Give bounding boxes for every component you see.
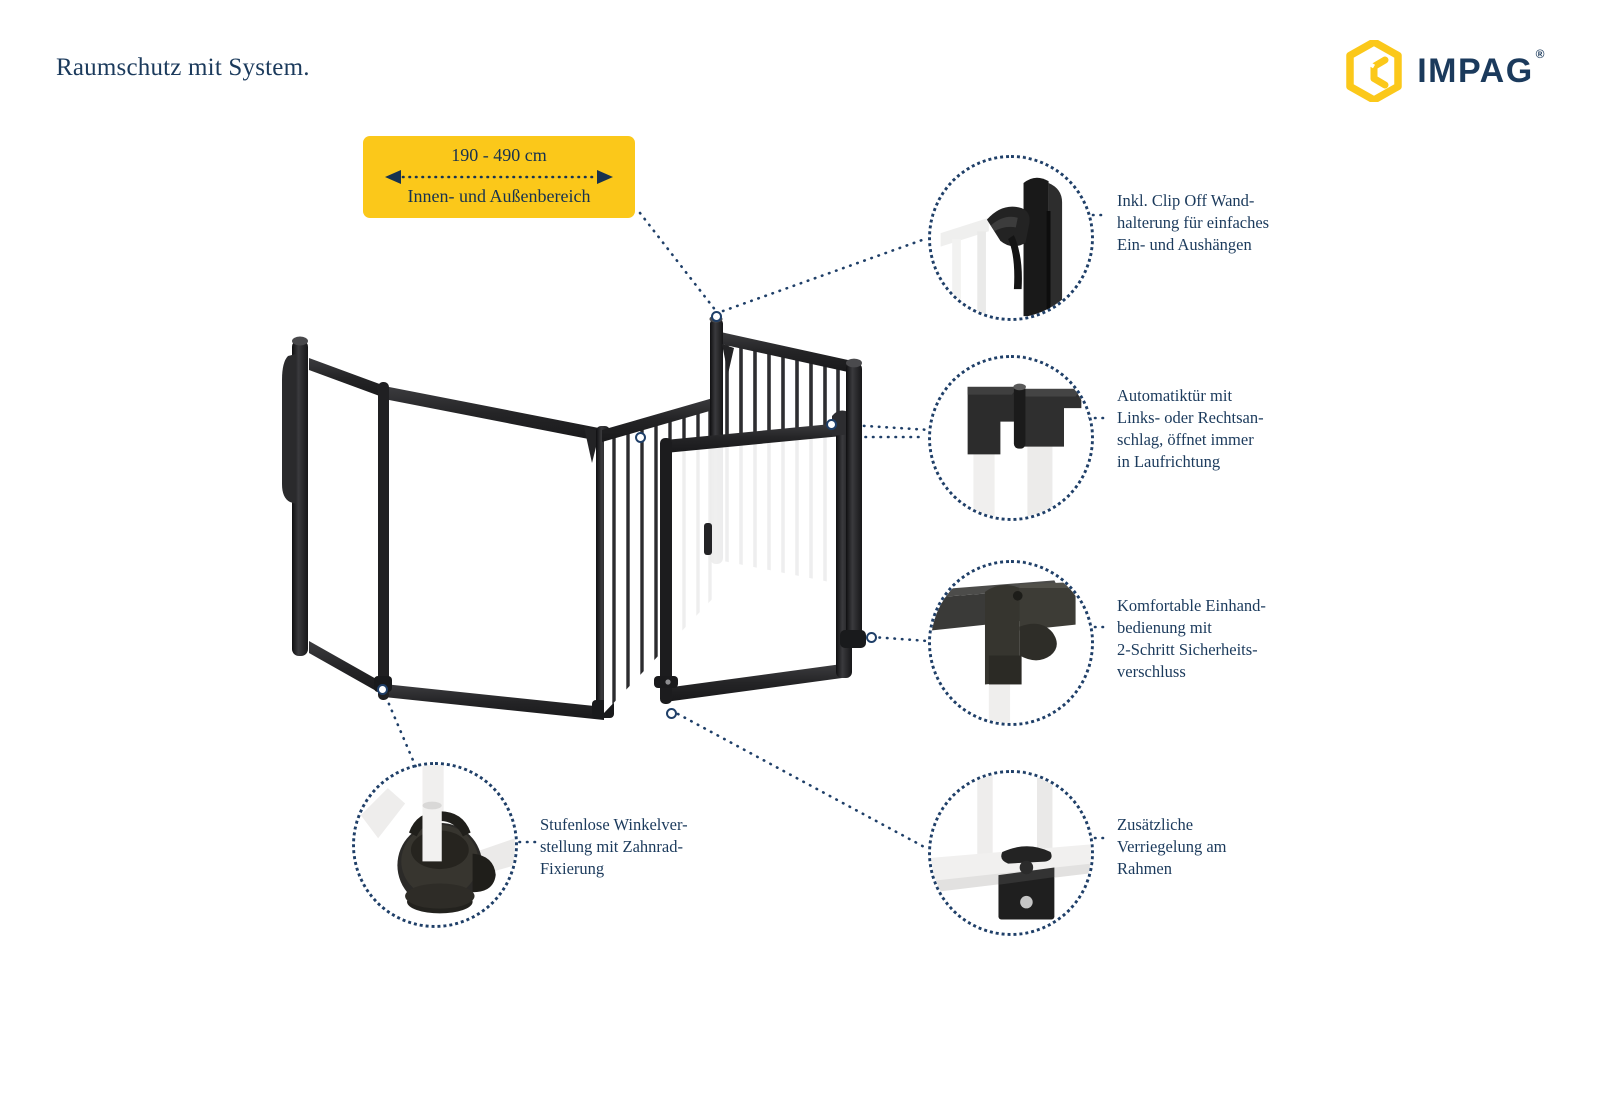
registered-trademark-icon: ® — [1535, 46, 1546, 61]
feature-text-winkelverstellung: Stufenlose Winkelver- stellung mit Zahnr… — [540, 815, 688, 878]
gate-right-post — [840, 358, 866, 648]
size-arrow — [385, 169, 613, 185]
hotspot-frame-lock[interactable] — [666, 708, 677, 719]
feature-text-clip-off-wandhalterung: Inkl. Clip Off Wand- halterung für einfa… — [1117, 191, 1270, 254]
connector-feature-2b — [832, 422, 932, 432]
page-title: Raumschutz mit System. — [56, 54, 310, 81]
detail-bubble-winkelverstellung[interactable] — [352, 762, 518, 928]
feature-text-verriegelung-rahmen: Zusätzliche Verriegelung am Rahmen — [1117, 815, 1227, 878]
hotspot-auto-door-right[interactable] — [826, 419, 837, 430]
one-hand-latch-detail-photo — [931, 563, 1091, 723]
size-badge: 190 - 490 cm Innen- und Außenbereich — [363, 136, 635, 218]
brand-name-text: IMPAG — [1417, 52, 1534, 90]
gate-panel-rear — [602, 396, 720, 713]
hotspot-one-hand-latch[interactable] — [866, 632, 877, 643]
size-range-label: 190 - 490 cm — [451, 145, 547, 165]
auto-door-hinge-detail-photo — [931, 358, 1091, 518]
size-area-label: Innen- und Außenbereich — [407, 185, 591, 206]
detail-bubble-automatiktuer[interactable] — [928, 355, 1094, 521]
gate-panel-front — [374, 382, 614, 720]
connector-badge-to-gate — [638, 211, 718, 313]
hotspot-auto-door-left[interactable] — [635, 432, 646, 443]
gate-door-panel[interactable] — [654, 380, 852, 760]
gate-panel-left — [282, 336, 391, 696]
wall-mount-detail-photo — [931, 158, 1091, 318]
brand-logo: IMPAG® — [1345, 40, 1544, 102]
connector-feature-3 — [870, 635, 930, 643]
brand-wordmark: IMPAG® — [1417, 48, 1544, 90]
double-headed-dotted-arrow-icon — [385, 169, 613, 184]
feature-text-automatiktuer: Automatiktür mit Links- oder Rechtsan- s… — [1117, 386, 1264, 471]
gate-panel-back — [709, 315, 848, 585]
hotspot-wall-mount[interactable] — [711, 311, 722, 322]
gear-hinge-detail-photo — [355, 765, 515, 925]
detail-bubble-clip-off-wandhalterung[interactable] — [928, 155, 1094, 321]
connector-feature-5 — [381, 688, 420, 774]
impag-hexagon-logo-icon — [1346, 40, 1402, 102]
detail-bubble-einhandbedienung[interactable] — [928, 560, 1094, 726]
connector-feature-1 — [721, 237, 927, 313]
feature-text-einhandbedienung: Komfortable Einhand- bedienung mit 2-Sch… — [1117, 596, 1266, 681]
frame-lock-detail-photo — [931, 773, 1091, 933]
detail-bubble-verriegelung-rahmen[interactable] — [928, 770, 1094, 936]
hotspot-gear-hinge[interactable] — [377, 684, 388, 695]
